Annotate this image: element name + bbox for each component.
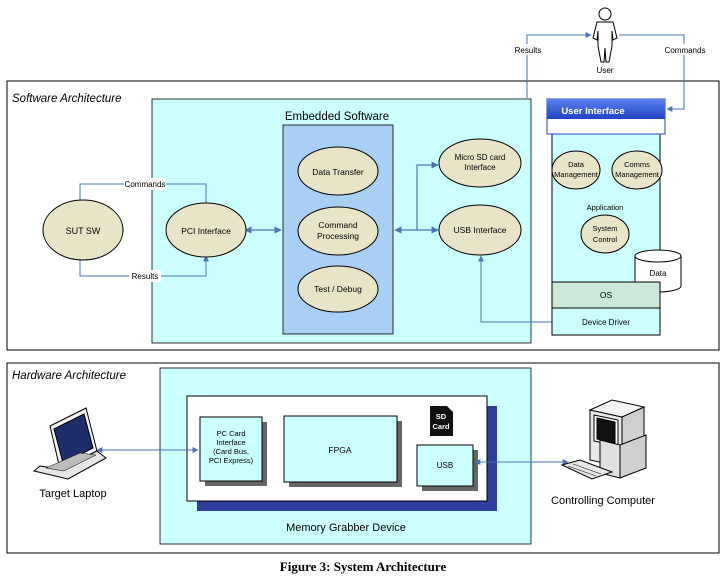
usb-chip (416, 444, 478, 491)
comms-management-label-1: Comms (624, 160, 650, 169)
commands-connector-top (619, 34, 685, 112)
application-label: Application (587, 203, 624, 212)
data-management-label-2: Management (554, 170, 599, 179)
embedded-software-title: Embedded Software (285, 111, 389, 123)
os-layer (551, 281, 661, 309)
comms-management-label-2: Management (615, 170, 660, 179)
pci-interface-label: PCI Interface (181, 226, 231, 236)
pc-card-label-1: PC Card (217, 429, 246, 438)
usb-interface-label: USB Interface (454, 225, 507, 235)
sd-card-label-2: Card (432, 422, 450, 431)
figure-caption: Figure 3: System Architecture (280, 559, 447, 574)
commands-top-label-bg (663, 44, 707, 55)
fpga-label: FPGA (328, 445, 351, 455)
data-transfer-label: Data Transfer (312, 167, 364, 177)
sut-sw-label: SUT SW (66, 226, 101, 236)
fpga-chip (283, 415, 402, 487)
data-store-label: Data (650, 269, 667, 278)
test-debug-node (297, 265, 379, 313)
system-control-label-2: Control (593, 235, 618, 244)
results-top-label-bg (510, 44, 546, 55)
user-interface-titlebar (547, 99, 665, 119)
pci-interface-node (165, 202, 247, 258)
system-control-node (580, 214, 630, 254)
micro-sd-label-1: Micro SD card (455, 153, 506, 162)
device-driver-layer (551, 307, 661, 336)
comms-management-node (611, 150, 663, 190)
results-label-left: Results (132, 272, 159, 281)
commands-label-left: Commands (125, 180, 166, 189)
system-control-label-1: System (592, 224, 617, 233)
data-management-node (551, 150, 601, 190)
results-label-bg (129, 270, 161, 282)
memory-grabber-label: Memory Grabber Device (286, 522, 406, 534)
embedded-microsd-connector (416, 161, 439, 230)
sut-sw-node (42, 199, 124, 261)
user-label: User (597, 66, 614, 75)
desktop-computer-icon (560, 399, 647, 480)
command-processing-label-1: Command (318, 220, 357, 230)
driver-usb-connector (478, 255, 552, 323)
target-laptop-label: Target Laptop (39, 488, 106, 500)
usb-interface-node (438, 204, 522, 256)
pc-card-label-2: Interface (216, 438, 245, 447)
results-connector-top (526, 32, 592, 98)
pc-card-label-4: PCI Express) (209, 456, 254, 465)
command-processing-label-2: Processing (317, 231, 359, 241)
commands-top-label: Commands (665, 46, 706, 55)
data-management-label-1: Data (568, 160, 585, 169)
commands-label-bg (124, 178, 166, 190)
user-interface-label: User Interface (561, 106, 624, 117)
command-processing-node (297, 206, 379, 256)
sd-card-label-1: SD (436, 412, 447, 421)
laptop-icon (32, 407, 107, 480)
hardware-architecture-label: Hardware Architecture (12, 370, 126, 382)
test-debug-label: Test / Debug (314, 284, 362, 294)
software-architecture-label: Software Architecture (12, 93, 122, 105)
usb-chip-label: USB (437, 461, 453, 470)
pc-card-chip (199, 416, 267, 486)
data-transfer-node (297, 146, 379, 196)
sd-card-icon (430, 406, 453, 436)
pc-card-label-3: (Card Bus, (213, 447, 249, 456)
micro-sd-label-2: Interface (464, 163, 496, 172)
results-top-label: Results (515, 46, 542, 55)
device-driver-label: Device Driver (582, 318, 630, 327)
os-label: OS (600, 290, 613, 300)
user-icon (592, 7, 618, 63)
controlling-computer-label: Controlling Computer (551, 495, 655, 507)
micro-sd-node (438, 138, 522, 188)
